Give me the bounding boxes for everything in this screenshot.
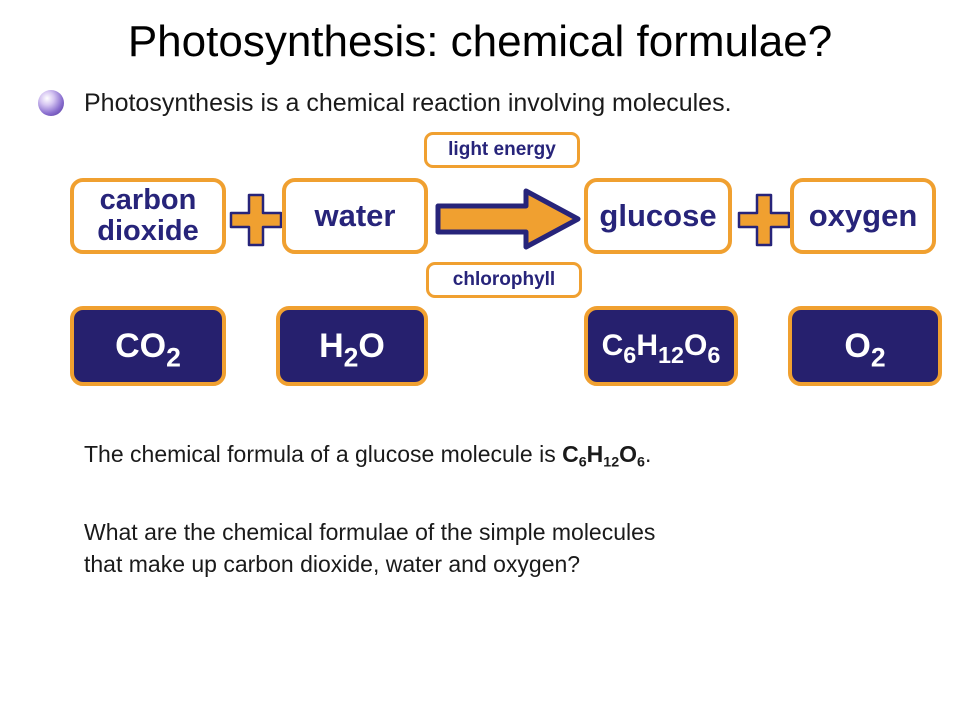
carbon-dioxide-formula-box: CO2 (70, 306, 226, 386)
carbon-dioxide-box: carbon dioxide (70, 178, 226, 254)
water-formula-box: H2O (276, 306, 428, 386)
bullet-icon (38, 90, 64, 116)
glucose-box: glucose (584, 178, 732, 254)
h2o-formula: H2O (319, 326, 385, 372)
question-text: What are the chemical formulae of the si… (84, 516, 655, 580)
chlorophyll-text: chlorophyll (452, 269, 556, 290)
carbon-dioxide-line1: carbon (99, 184, 197, 216)
water-label: water (314, 198, 396, 233)
o2-formula: O2 (844, 326, 886, 372)
question-line1: What are the chemical formulae of the si… (84, 519, 656, 545)
oxygen-box: oxygen (790, 178, 936, 254)
plus-icon (737, 193, 791, 247)
oxygen-formula-box: O2 (788, 306, 942, 386)
question-line2: that make up carbon dioxide, water and o… (84, 551, 581, 577)
glucose-label: glucose (599, 198, 717, 233)
co2-formula: CO2 (115, 326, 181, 372)
glucose-formula-box: C6H12O6 (584, 306, 738, 386)
reaction-arrow-icon (435, 188, 581, 250)
chlorophyll-label: chlorophyll (426, 262, 582, 298)
carbon-dioxide-line2: dioxide (97, 215, 199, 247)
water-box: water (282, 178, 428, 254)
c6h12o6-formula: C6H12O6 (601, 329, 721, 369)
intro-text: Photosynthesis is a chemical reaction in… (84, 89, 732, 117)
plus-icon (229, 193, 283, 247)
light-energy-label: light energy (424, 132, 580, 168)
page-title: Photosynthesis: chemical formulae? (127, 17, 833, 66)
light-energy-text: light energy (448, 139, 556, 160)
glucose-formula-sentence: The chemical formula of a glucose molecu… (84, 441, 652, 471)
oxygen-label: oxygen (808, 198, 918, 233)
